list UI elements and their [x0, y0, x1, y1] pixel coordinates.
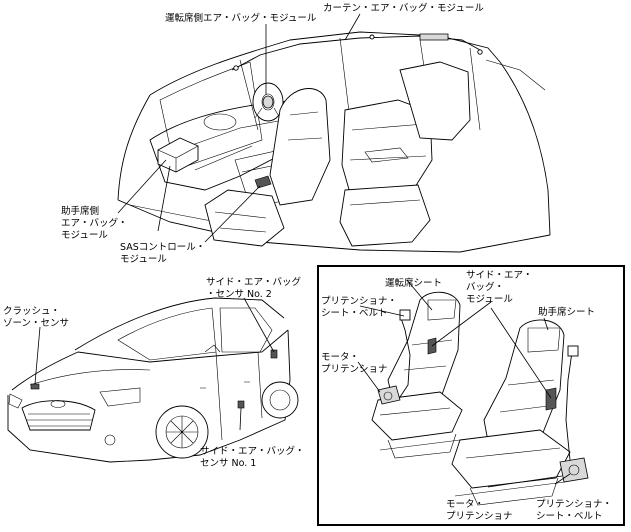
- motor-pretensioner-label-left: モータ・ プリテンショナ: [321, 352, 388, 375]
- passenger-seat-label: 助手席シート: [538, 307, 596, 318]
- crash-zone-sensor-label: クラッシュ・ ゾーン・センサ: [3, 306, 70, 329]
- passenger-airbag-module-label: 助手席側 エア・バッグ・ モジュール: [61, 206, 128, 241]
- side-airbag-sensor-1-label: サイド・エア・バッグ・ センサ No. 1: [200, 446, 305, 469]
- exterior-vehicle-illustration: [7, 297, 299, 463]
- driver-seat-label: 運転席シート: [385, 278, 443, 289]
- curtain-airbag-module-label: カーテン・エア・バッグ・モジュール: [323, 3, 484, 14]
- motor-pretensioner-label-bottom: モータ・ プリテンショナ: [446, 499, 513, 522]
- interior-cutaway-illustration: [117, 31, 551, 253]
- seat-belt-inset-frame: [317, 265, 625, 526]
- side-airbag-module-label: サイド・エア・ バッグ・ モジュール: [466, 270, 533, 305]
- leader-lines: [34, 13, 571, 488]
- pretensioner-seat-belt-label-bottom: プリテンショナ・ シート・ベルト: [536, 499, 613, 522]
- driver-airbag-module-label: 運転席側エア・バッグ・モジュール: [165, 13, 317, 24]
- sas-control-module-label: SASコントロール・ モジュール: [120, 242, 206, 265]
- pretensioner-seat-belt-label-top: プリテンショナ・ シート・ベルト: [321, 296, 398, 319]
- side-airbag-sensor-2-label: サイド・エア・バッグ ・センサ No. 2: [206, 277, 302, 300]
